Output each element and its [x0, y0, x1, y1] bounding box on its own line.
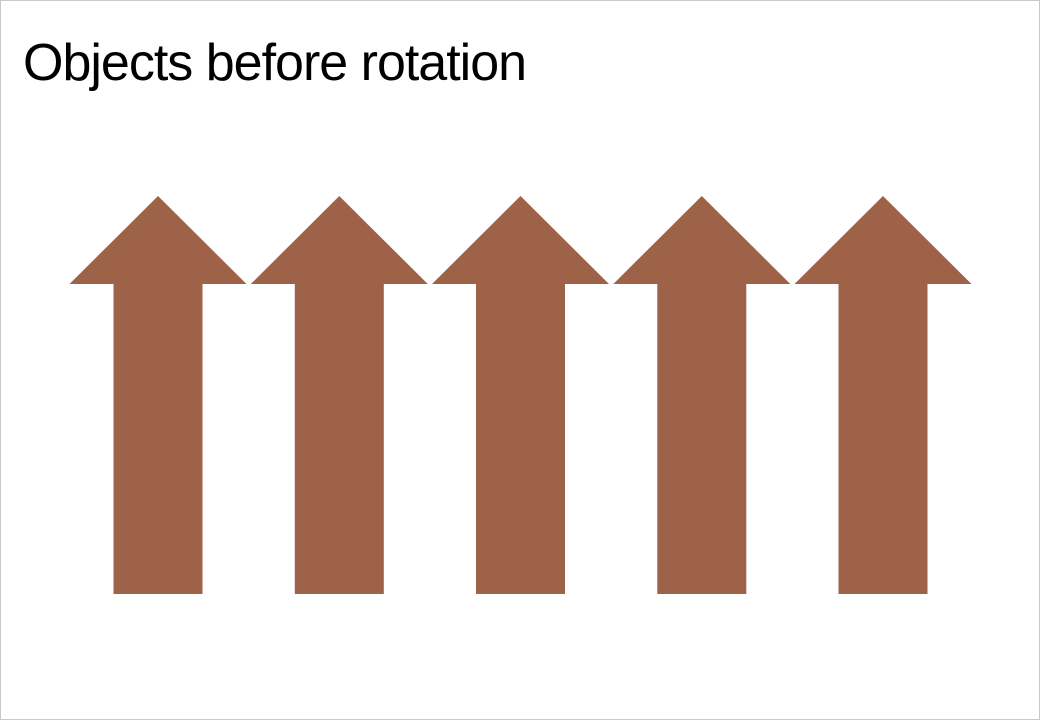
up-arrow-3 [432, 196, 609, 594]
up-arrow-5 [794, 196, 972, 594]
up-arrow-1 [69, 196, 247, 594]
up-arrow-4 [613, 196, 791, 594]
up-arrow-2 [250, 196, 428, 594]
slide-title: Objects before rotation [23, 34, 527, 92]
